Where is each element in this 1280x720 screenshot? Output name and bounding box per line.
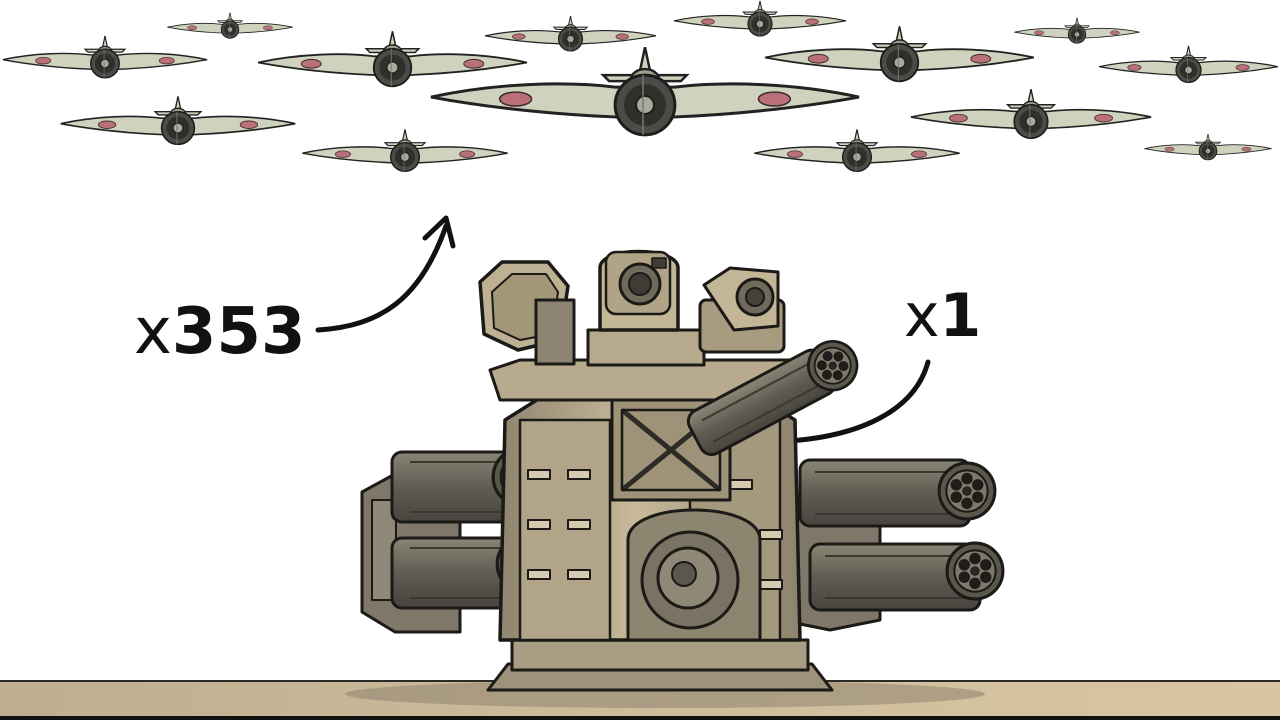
plane-count-value: 353: [171, 295, 306, 369]
fighter-plane-icon: [2, 35, 208, 79]
gatling-turret-icon: [360, 249, 1005, 692]
plane-count-label: x353: [134, 300, 305, 364]
fighter-plane-icon: [1014, 17, 1140, 44]
bottom-border: [0, 716, 1280, 720]
fighter-plane-icon: [1144, 133, 1272, 161]
turret-count-value: 1: [939, 281, 982, 351]
turret-count-label: x1: [904, 286, 981, 346]
fighter-plane-icon: [484, 15, 657, 52]
count-prefix: x: [134, 295, 172, 369]
fighter-plane-icon: [1098, 45, 1279, 84]
fighter-plane-icon: [59, 95, 297, 146]
fighter-plane-icon: [673, 0, 847, 37]
fighter-plane-icon: [257, 30, 528, 88]
fighter-plane-icon: [301, 128, 509, 173]
fighter-plane-icon: [753, 128, 961, 173]
curved-arrow-icon: [315, 215, 456, 333]
fighter-plane-icon: [166, 12, 294, 39]
plane-formation: [2, 0, 1279, 173]
count-prefix: x: [904, 281, 940, 351]
fighter-plane-icon: [764, 25, 1035, 83]
fighter-plane-icon: [910, 88, 1152, 140]
